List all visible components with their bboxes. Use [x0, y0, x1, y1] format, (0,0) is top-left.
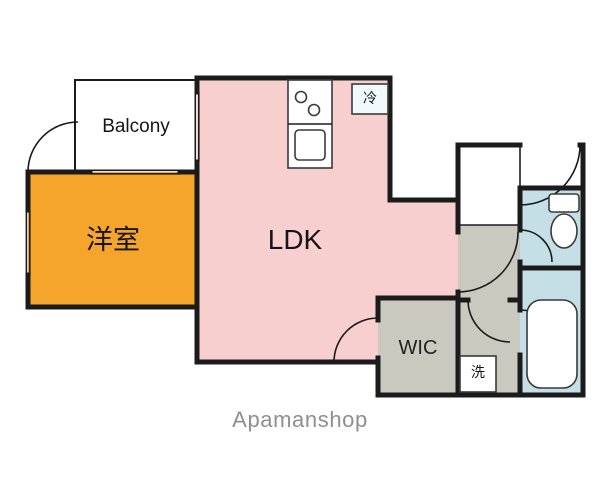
stove-burner-icon: [307, 103, 321, 117]
ldk-hall-door-arc: [457, 231, 519, 293]
washer-label: 洗: [471, 364, 485, 380]
balcony-floor: [75, 80, 197, 172]
western-room-label: 洋室: [86, 225, 140, 255]
fixtures: [287, 79, 580, 393]
entry-door-arc: [519, 144, 581, 206]
window-western-left: [25, 210, 31, 275]
western-room-floor: [28, 172, 197, 307]
ldk-label: LDK: [267, 224, 323, 255]
wic-door-arc: [333, 317, 379, 363]
room-fills: [28, 78, 583, 395]
kitchen-sink: [294, 129, 326, 161]
washroom-door-arc: [467, 299, 511, 343]
window-balcony-ldk: [194, 92, 200, 162]
window-balcony-west: [90, 169, 180, 175]
balcony-label: Balcony: [102, 116, 170, 137]
wic-label: WIC: [398, 337, 438, 359]
toilet-door-arc: [519, 229, 553, 263]
stove-burner-icon: [294, 90, 308, 104]
ldk-floor: [197, 78, 458, 362]
balcony-door-arc: [27, 121, 79, 173]
door-arcs: [27, 121, 581, 363]
apamanshop-watermark: Apamanshop: [232, 407, 368, 432]
toilet-bowl: [550, 213, 578, 249]
balcony-railing: [74, 79, 197, 172]
refrigerator-label: 冷: [363, 90, 377, 106]
washing-machine-space: [459, 355, 497, 393]
toilet-tank: [548, 193, 580, 213]
bathtub: [526, 299, 578, 389]
windows: [25, 92, 200, 275]
refrigerator-space: [351, 83, 389, 115]
walls: [25, 75, 586, 398]
wic-floor: [378, 298, 458, 395]
